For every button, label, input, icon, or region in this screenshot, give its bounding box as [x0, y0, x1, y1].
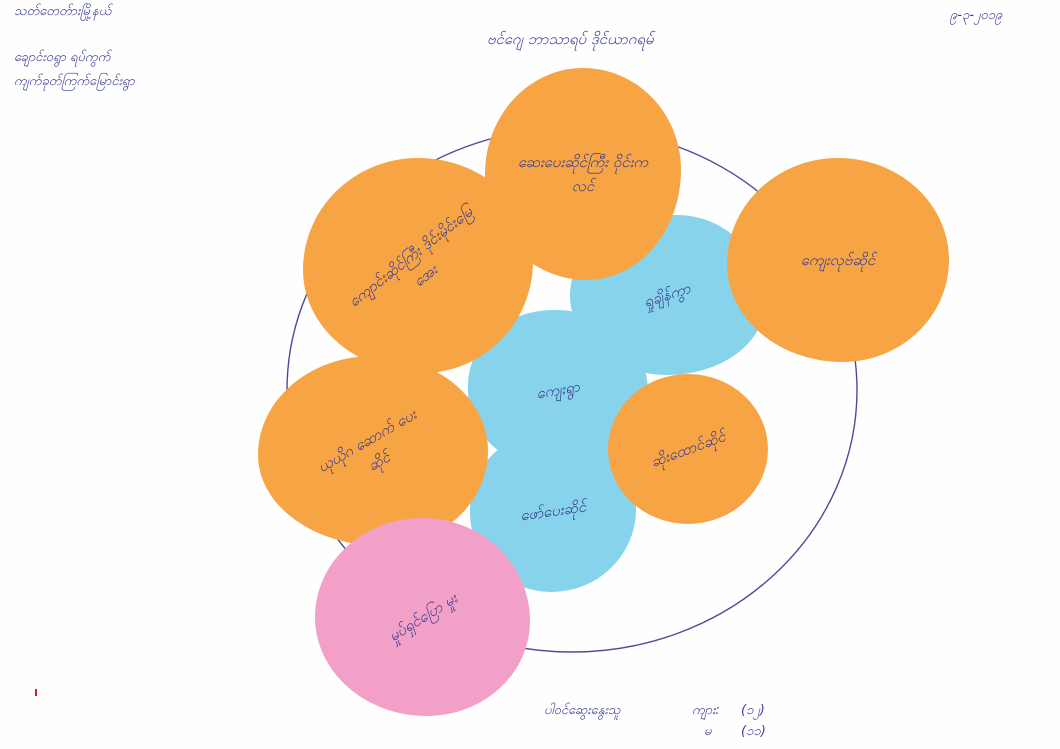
circle-left-lower: ယုယိုဂ ဆောက် ပေးဆိုင် [258, 356, 488, 546]
male-count: (၁၂) [741, 703, 765, 718]
circle-right-big: ကျေးလုဗ်ဆိုင် [727, 158, 949, 362]
circle-label: ကျေးရွာ [534, 377, 582, 403]
circle-label: ဆေးပေးဆိုင်ကြီး ဝိုင်းကလင် [517, 153, 649, 195]
female-label: မ [704, 724, 712, 739]
circle-label: ယုယိုဂ ဆောက် ပေးဆိုင် [314, 405, 420, 477]
female-count: (၁၁) [741, 724, 766, 739]
circle-label: ကျေးလုဗ်ဆိုင် [800, 251, 876, 269]
circle-label: မှုပ်ရှင်ပြော မှုး [385, 588, 460, 646]
header-township: သတ်တေတ်ားမြို့နယ် [14, 4, 112, 19]
circle-label: ဆိုးထောင်ဆိုင် [648, 427, 728, 471]
circle-top-center: ဆေးပေးဆိုင်ကြီး ဝိုင်းကလင် [485, 68, 681, 280]
circle-label: ဖော်ပေးဆိုင် [518, 497, 588, 525]
circle-pink-bottom: မှုပ်ရှင်ပြော မှုး [315, 518, 530, 716]
circle-label: ရှုချိန်ကွာ [641, 279, 694, 311]
header-ward: ချောင်းဝရွာ ရပ်ကွက် [14, 50, 111, 65]
circle-right-small: ဆိုးထောင်ဆိုင် [608, 374, 768, 524]
header-village: ကျက်ခုတ်ကြက်မြောင်းရွာ [14, 74, 135, 89]
circle-label: ကျောင်းဆိုင်ကြီး ဒိုင်းမိုင်းမြေအေး [345, 202, 477, 311]
participants-label: ပါဝင်ဆွေးနွေးသူ [544, 703, 621, 718]
male-label: ကျား: [692, 703, 720, 718]
header-date: ၉-၃-၂၀၁၉ [950, 8, 1003, 23]
diagram-title: ဗင်ဂျေ ဘာသာရပ် ဒိုင်ယာဂရမ် [487, 30, 654, 48]
